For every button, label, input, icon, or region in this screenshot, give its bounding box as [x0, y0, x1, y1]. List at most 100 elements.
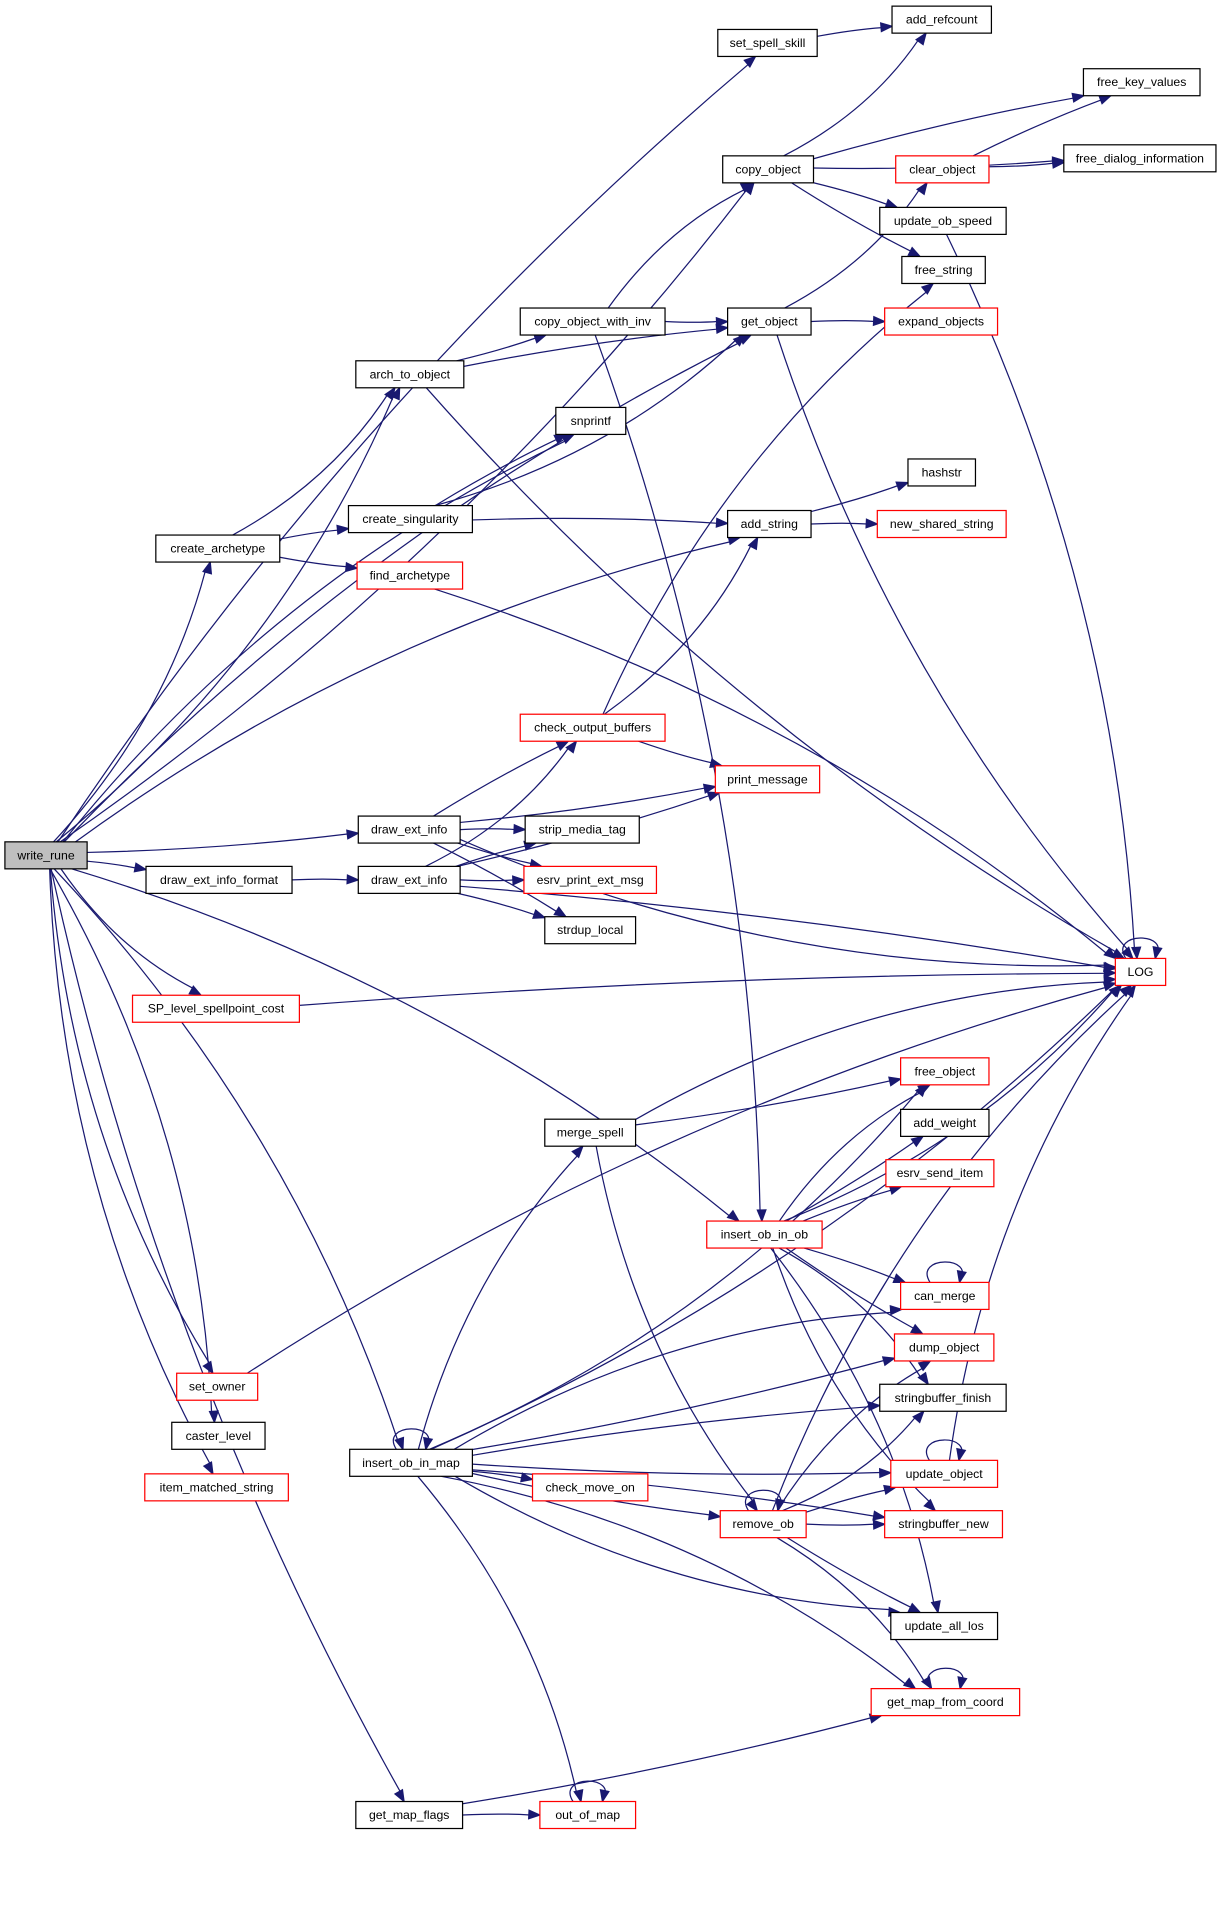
node-box[interactable]	[347, 504, 474, 534]
node-box[interactable]	[884, 1510, 1004, 1539]
node-box[interactable]	[145, 865, 293, 895]
node-box[interactable]	[900, 1057, 990, 1086]
node-can-merge[interactable]: can_merge	[900, 1281, 990, 1311]
node-stringbuffer-finish[interactable]: stringbuffer_finish	[879, 1383, 1007, 1412]
node-box[interactable]	[519, 307, 666, 336]
node-snprintf[interactable]: snprintf	[555, 406, 627, 436]
node-box[interactable]	[870, 1687, 1021, 1717]
node-new-shared-string[interactable]: new_shared_string	[876, 509, 1007, 539]
node-box[interactable]	[155, 534, 281, 563]
node-box[interactable]	[357, 865, 461, 895]
node-box[interactable]	[901, 255, 986, 285]
node-box[interactable]	[519, 713, 666, 742]
node-box[interactable]	[524, 815, 640, 844]
node-box[interactable]	[4, 841, 88, 870]
node-box[interactable]	[900, 1281, 990, 1311]
node-add-refcount[interactable]: add_refcount	[891, 5, 993, 34]
node-free-dialog-information[interactable]: free_dialog_information	[1063, 144, 1217, 173]
node-insert-ob-in-map[interactable]: insert_ob_in_map	[349, 1448, 474, 1477]
node-box[interactable]	[544, 916, 637, 945]
node-box[interactable]	[555, 406, 627, 436]
node-remove-ob[interactable]: remove_ob	[719, 1510, 807, 1539]
node-box[interactable]	[876, 509, 1007, 539]
node-box[interactable]	[544, 1118, 637, 1147]
node-box[interactable]	[895, 155, 990, 184]
node-box[interactable]	[144, 1473, 289, 1502]
node-box[interactable]	[907, 458, 977, 487]
node-box[interactable]	[176, 1372, 259, 1401]
node-box[interactable]	[879, 206, 1007, 236]
node-expand-objects[interactable]: expand_objects	[884, 307, 999, 336]
node-box[interactable]	[356, 561, 464, 590]
node-box[interactable]	[539, 1800, 637, 1830]
node-print-message[interactable]: print_message	[714, 765, 821, 794]
node-out-of-map[interactable]: out_of_map	[539, 1800, 637, 1830]
node-get-object[interactable]: get_object	[726, 307, 812, 336]
node-draw-ext-info-format[interactable]: draw_ext_info_format	[145, 865, 293, 895]
node-create-singularity[interactable]: create_singularity	[347, 504, 474, 534]
node-hashstr[interactable]: hashstr	[907, 458, 977, 487]
node-item-matched-string[interactable]: item_matched_string	[144, 1473, 289, 1502]
node-box[interactable]	[349, 1448, 474, 1477]
node-stringbuffer-new[interactable]: stringbuffer_new	[884, 1510, 1004, 1539]
node-check-output-buffers[interactable]: check_output_buffers	[519, 713, 666, 742]
node-box[interactable]	[714, 765, 821, 794]
node-box[interactable]	[726, 307, 812, 336]
node-box[interactable]	[893, 1333, 995, 1362]
node-check-move-on[interactable]: check_move_on	[531, 1473, 649, 1502]
node-update-ob-speed[interactable]: update_ob_speed	[879, 206, 1007, 236]
node-clear-object[interactable]: clear_object	[895, 155, 990, 184]
node-box[interactable]	[884, 307, 999, 336]
node-add-weight[interactable]: add_weight	[900, 1108, 990, 1137]
node-box[interactable]	[885, 1159, 995, 1188]
node-box[interactable]	[717, 28, 818, 58]
node-get-map-flags[interactable]: get_map_flags	[355, 1800, 464, 1830]
node-write-rune[interactable]: write_rune	[4, 841, 88, 870]
node-box[interactable]	[1082, 68, 1201, 97]
node-box[interactable]	[706, 1220, 823, 1249]
node-copy-object-with-inv[interactable]: copy_object_with_inv	[519, 307, 666, 336]
node-arch-to-object[interactable]: arch_to_object	[355, 360, 465, 389]
node-box[interactable]	[131, 994, 301, 1023]
node-set-owner[interactable]: set_owner	[176, 1372, 259, 1401]
node-strip-media-tag[interactable]: strip_media_tag	[524, 815, 640, 844]
node-strdup-local[interactable]: strdup_local	[544, 916, 637, 945]
node-copy-object[interactable]: copy_object	[722, 155, 815, 184]
node-find-archetype[interactable]: find_archetype	[356, 561, 464, 590]
node-create-archetype[interactable]: create_archetype	[155, 534, 281, 563]
node-box[interactable]	[523, 865, 658, 895]
node-box[interactable]	[1063, 144, 1217, 173]
node-box[interactable]	[355, 360, 465, 389]
node-box[interactable]	[357, 815, 461, 844]
node-log[interactable]: LOG	[1114, 957, 1167, 987]
node-insert-ob-in-ob[interactable]: insert_ob_in_ob	[706, 1220, 823, 1249]
node-box[interactable]	[722, 155, 815, 184]
node-update-all-los[interactable]: update_all_los	[890, 1611, 999, 1641]
node-draw-ext-info-2[interactable]: draw_ext_info	[357, 865, 461, 895]
node-box[interactable]	[890, 1611, 999, 1641]
node-free-key-values[interactable]: free_key_values	[1082, 68, 1201, 97]
node-box[interactable]	[1114, 957, 1167, 987]
node-box[interactable]	[355, 1800, 464, 1830]
node-box[interactable]	[171, 1421, 266, 1450]
node-add-string[interactable]: add_string	[726, 509, 812, 539]
node-box[interactable]	[531, 1473, 649, 1502]
node-get-map-from-coord[interactable]: get_map_from_coord	[870, 1687, 1021, 1717]
node-free-object[interactable]: free_object	[900, 1057, 990, 1086]
node-box[interactable]	[890, 1459, 999, 1488]
node-free-string[interactable]: free_string	[901, 255, 986, 285]
node-box[interactable]	[719, 1510, 807, 1539]
node-caster-level[interactable]: caster_level	[171, 1421, 266, 1450]
node-set-spell-skill[interactable]: set_spell_skill	[717, 28, 818, 58]
node-box[interactable]	[726, 509, 812, 539]
node-box[interactable]	[891, 5, 993, 34]
node-sp-level-spellpoint-cost[interactable]: SP_level_spellpoint_cost	[131, 994, 301, 1023]
node-draw-ext-info-1[interactable]: draw_ext_info	[357, 815, 461, 844]
node-update-object[interactable]: update_object	[890, 1459, 999, 1488]
node-esrv-send-item[interactable]: esrv_send_item	[885, 1159, 995, 1188]
node-box[interactable]	[879, 1383, 1007, 1412]
node-dump-object[interactable]: dump_object	[893, 1333, 995, 1362]
node-box[interactable]	[900, 1108, 990, 1137]
node-merge-spell[interactable]: merge_spell	[544, 1118, 637, 1147]
node-esrv-print-ext-msg[interactable]: esrv_print_ext_msg	[523, 865, 658, 895]
